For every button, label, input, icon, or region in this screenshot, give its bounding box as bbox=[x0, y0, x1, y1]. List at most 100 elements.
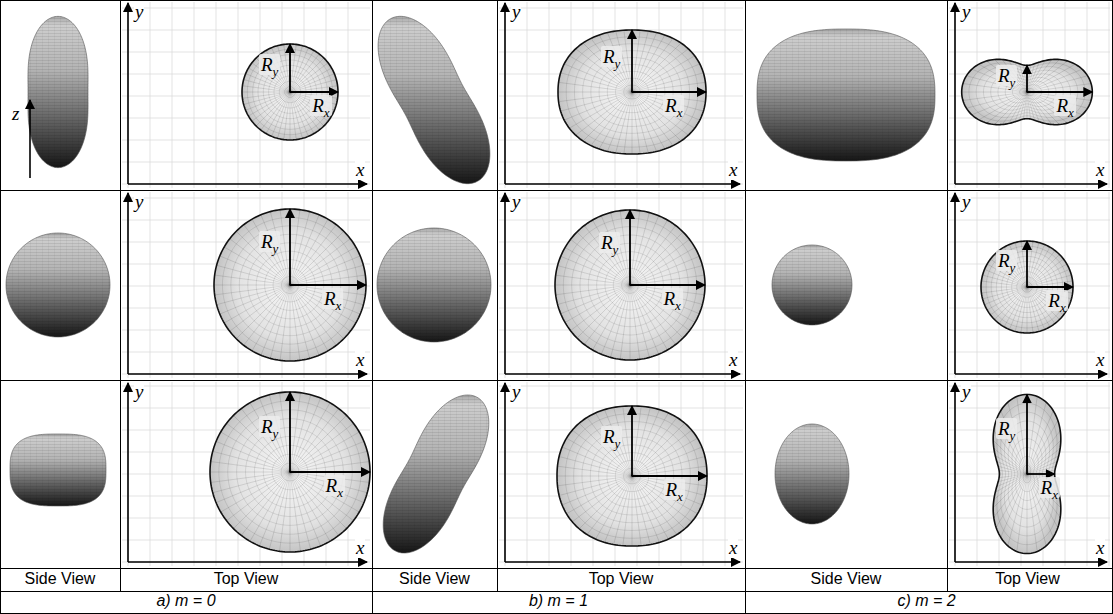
axis-label-box: z bbox=[11, 103, 20, 125]
mesh-line bbox=[854, 0, 1027, 92]
grid-line bbox=[122, 386, 370, 387]
radius-label: Ry bbox=[259, 416, 280, 437]
axis-label: y bbox=[961, 381, 971, 402]
mesh-line bbox=[829, 66, 1027, 92]
shape-outline bbox=[383, 395, 489, 553]
mesh-line bbox=[604, 87, 630, 285]
side-view-shape bbox=[6, 233, 110, 337]
mesh-line bbox=[92, 446, 290, 472]
radius-label-box: Rx bbox=[322, 288, 343, 314]
side-view-mesh bbox=[28, 16, 88, 167]
side-view-cell bbox=[377, 228, 491, 342]
radius-label: Ry bbox=[259, 231, 280, 252]
side-view-shape bbox=[378, 16, 490, 183]
mesh-line bbox=[632, 476, 791, 598]
mesh-line bbox=[290, 287, 367, 472]
mesh-line bbox=[950, 289, 1027, 474]
radius-label-box: Rx bbox=[664, 479, 685, 505]
grid-line bbox=[122, 220, 370, 221]
grid-line bbox=[505, 2, 506, 188]
side-view-shape bbox=[383, 395, 489, 553]
radius-label: Ry bbox=[599, 232, 620, 253]
grid-line bbox=[505, 382, 506, 566]
shape-outline bbox=[242, 44, 338, 140]
mesh-line bbox=[117, 372, 290, 472]
mesh-line bbox=[489, 144, 630, 285]
side-view-mesh bbox=[377, 228, 491, 342]
mesh-line bbox=[950, 102, 1027, 287]
grid-line bbox=[122, 8, 370, 9]
side-view-cell bbox=[775, 424, 849, 524]
mesh-line bbox=[510, 0, 632, 92]
mesh-line bbox=[1027, 92, 1113, 169]
column-header-box: Side View bbox=[372, 570, 497, 588]
axis-line bbox=[127, 3, 129, 184]
radius-label: Rx bbox=[1054, 95, 1075, 116]
grid-line bbox=[949, 198, 1110, 199]
radius-label-box: Rx bbox=[310, 95, 331, 121]
mesh-line bbox=[1027, 0, 1028, 92]
column-header: Top View bbox=[995, 570, 1060, 587]
axis-line bbox=[505, 373, 740, 375]
subscript: x bbox=[675, 298, 681, 313]
mesh-line bbox=[842, 210, 1027, 287]
mesh-line bbox=[434, 450, 632, 476]
side-view-cell bbox=[772, 245, 852, 325]
mesh-line bbox=[905, 0, 1027, 92]
mesh-line bbox=[131, 350, 290, 472]
mesh-line bbox=[842, 397, 1027, 474]
mesh-line bbox=[827, 287, 1027, 288]
axis-label-box: y bbox=[511, 1, 521, 23]
radius-label-box: Rx bbox=[324, 475, 345, 501]
shape-outline bbox=[558, 30, 706, 154]
mesh-line bbox=[92, 472, 290, 498]
mesh-line bbox=[1027, 92, 1113, 214]
mesh-line bbox=[632, 0, 633, 92]
grid-line bbox=[949, 184, 1110, 185]
mesh-line bbox=[1027, 92, 1113, 265]
mesh-line bbox=[905, 287, 1027, 446]
mesh-line bbox=[630, 285, 789, 407]
mesh-line bbox=[190, 112, 290, 285]
column-header: Top View bbox=[589, 570, 654, 587]
subscript: y bbox=[613, 242, 619, 257]
axis-line bbox=[504, 383, 506, 562]
mesh-line bbox=[886, 0, 1027, 92]
mesh-line bbox=[834, 92, 1027, 144]
mesh-line bbox=[105, 208, 290, 285]
mesh-line bbox=[834, 40, 1027, 92]
mesh-line bbox=[1027, 92, 1113, 192]
mesh-line bbox=[1027, 92, 1113, 144]
grid-line bbox=[949, 352, 1110, 353]
mesh-line bbox=[905, 92, 1027, 251]
top-view-cell bbox=[90, 272, 490, 614]
side-view-shape bbox=[757, 29, 935, 161]
mesh-line bbox=[457, 285, 630, 385]
side-view-mesh bbox=[378, 16, 490, 183]
radius-arrow bbox=[632, 91, 706, 93]
subscript: x bbox=[336, 298, 342, 313]
mesh-line bbox=[117, 0, 290, 92]
grid-line bbox=[128, 192, 129, 378]
axis-label: y bbox=[134, 191, 144, 212]
mesh-line bbox=[459, 92, 632, 192]
mesh-line bbox=[439, 424, 632, 476]
mesh-line bbox=[447, 476, 632, 553]
mesh-line bbox=[457, 185, 630, 285]
side-view-mesh bbox=[383, 395, 489, 553]
mesh-line bbox=[290, 285, 291, 485]
grid-line bbox=[499, 562, 743, 563]
subscript: x bbox=[677, 105, 683, 120]
grid-line bbox=[955, 2, 956, 188]
side-view-cell bbox=[28, 16, 88, 167]
group-caption-box: c) m = 2 bbox=[743, 592, 1110, 610]
mesh-line bbox=[290, 85, 291, 285]
table-rule bbox=[120, 0, 121, 591]
top-view-cell bbox=[827, 274, 1113, 614]
side-view-cell bbox=[757, 29, 935, 161]
table-rule bbox=[0, 190, 1113, 191]
radius-label: Rx bbox=[322, 288, 343, 309]
side-view-shape bbox=[772, 245, 852, 325]
mesh-line bbox=[131, 472, 290, 594]
mesh-line bbox=[508, 126, 630, 285]
